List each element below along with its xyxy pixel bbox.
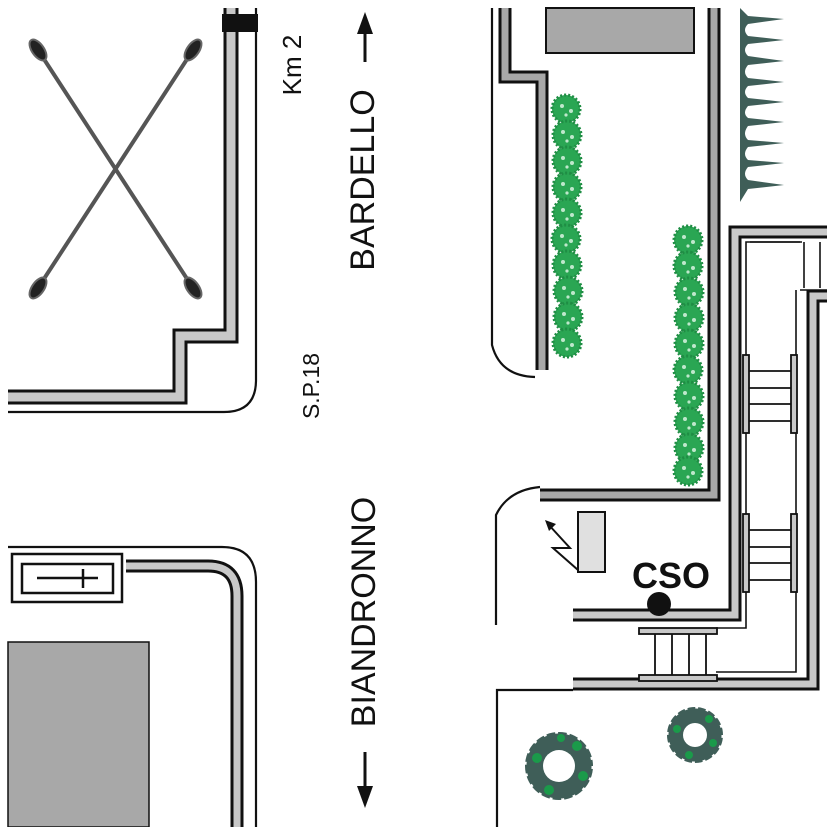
wall-top-left [8,8,239,405]
km-marker-post [222,14,258,32]
filled-circle-icon [647,592,671,616]
building-bottom-left [7,641,150,827]
road-edge-right-lower [494,485,541,625]
site-marker-label: CSO [632,555,711,596]
road-name-label: S.P.18 [298,352,324,420]
road-edge-right-upper [490,8,536,379]
wall-bottom-left [126,559,244,827]
arrow-up-icon [357,12,373,62]
building-top-right [545,7,695,54]
tree-small [665,705,725,765]
stair-upper [742,354,798,434]
arrow-down-icon [357,752,373,808]
lightning-box-icon [545,511,606,573]
stair-lower [742,513,798,593]
road-edge-bottom-left [8,545,258,827]
hedge-row-left [550,93,584,359]
wall-right-courtyard [540,8,721,502]
stair-bottom [638,627,718,682]
hedge-row-right [672,224,705,487]
gate-sign [10,552,124,604]
tree-large [523,730,595,802]
road-edge-top-left [8,8,258,414]
helipad-symbol [28,38,203,300]
plot-boundary-bottom-right [495,688,573,827]
building-outer-wall [573,225,827,691]
conifer-hedge [740,8,784,202]
wall-right-upper [498,8,549,370]
destination-north-label: BARDELLO [344,89,382,271]
destination-south-label: BIANDRONNO [345,496,383,728]
kilometer-marker-label: Km 2 [277,34,307,96]
